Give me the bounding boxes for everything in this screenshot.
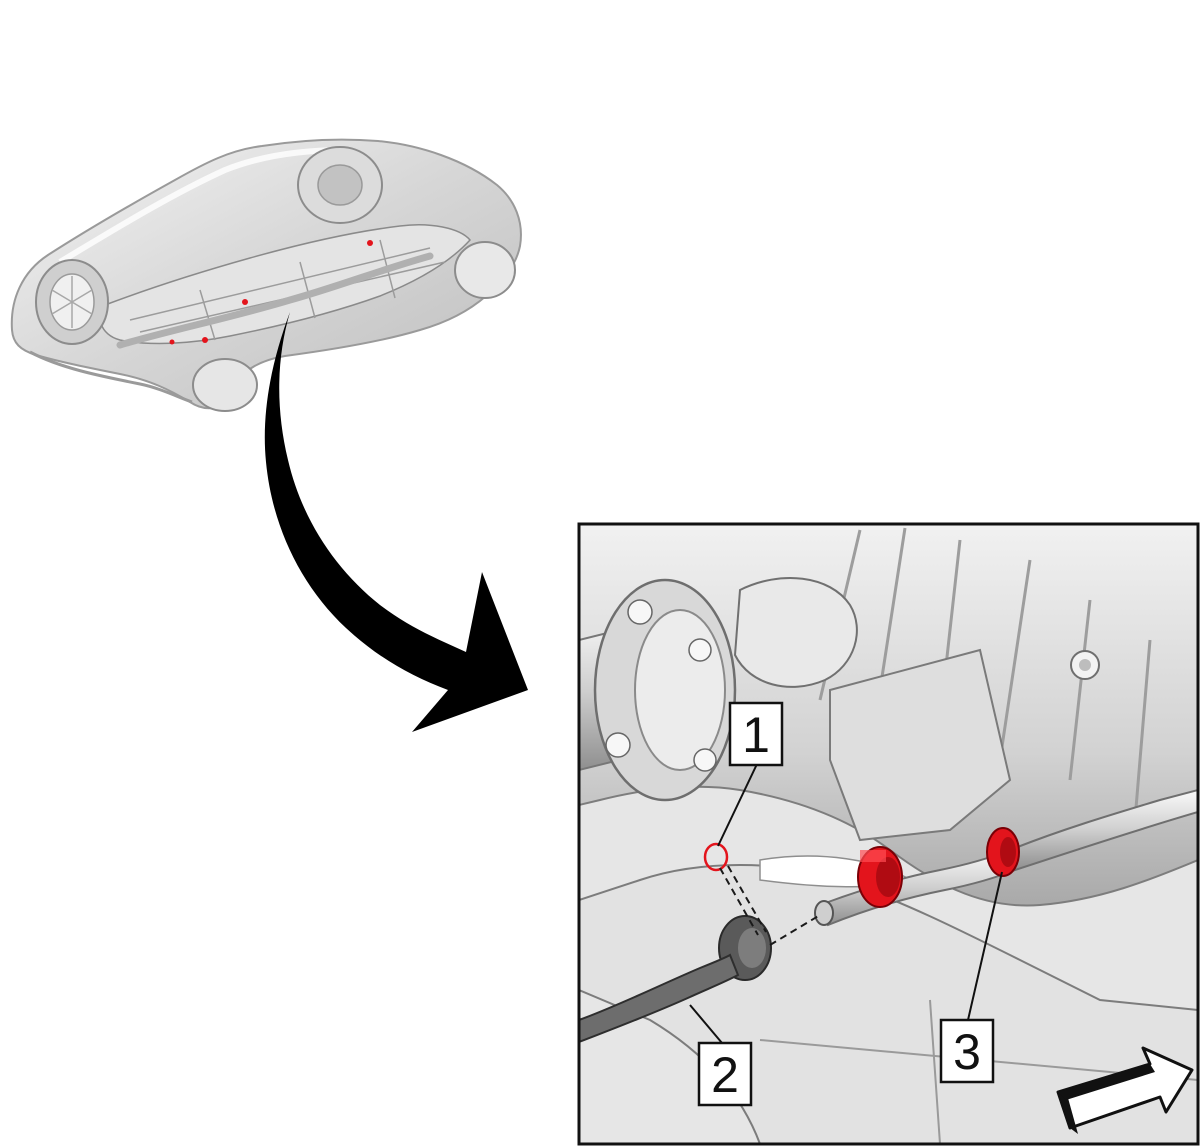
callout-1: 1 — [728, 701, 784, 767]
hose-grommet-inner — [738, 928, 766, 968]
cable-hose — [579, 953, 740, 1044]
breather-pipe-rear — [1008, 788, 1198, 872]
vehicle-wheel-front-right — [454, 241, 516, 299]
output-flange — [733, 577, 858, 688]
retaining-clip-front — [857, 846, 903, 908]
assembly-guide-lines — [719, 865, 821, 946]
retaining-clip-rear — [986, 827, 1020, 877]
leader-line-3 — [967, 871, 1003, 1021]
coupling-bolts — [605, 599, 717, 772]
vehicle-roof-line — [58, 147, 346, 265]
vehicle-wheel-rear-right — [192, 358, 258, 412]
detail-view-frame — [577, 522, 1200, 1146]
leader-line-1 — [717, 763, 758, 847]
direction-arrow-icon — [1056, 1046, 1194, 1134]
callout-1-label: 1 — [742, 707, 770, 763]
curved-arrow-icon — [264, 312, 528, 732]
vehicle-driveline — [116, 252, 434, 349]
detail-view: 1 2 3 — [577, 522, 1200, 1146]
leader-line-2 — [689, 1004, 723, 1044]
vehicle-overview — [10, 138, 522, 412]
callout-2: 2 — [697, 1041, 753, 1107]
pipe-end-fitting — [814, 900, 834, 926]
callout-3-label: 3 — [953, 1024, 981, 1080]
attachment-point-marker — [703, 842, 729, 872]
mounting-bracket — [829, 648, 1012, 842]
vehicle-wheel-rear-spokes — [51, 276, 93, 328]
flex-coupling-inner — [634, 609, 726, 771]
callout-2-label: 2 — [711, 1047, 739, 1103]
vehicle-rear-bumper — [29, 350, 193, 404]
callout-3: 3 — [939, 1018, 995, 1084]
vehicle-wheel-front-hub — [317, 164, 363, 206]
vehicle-service-markers — [169, 240, 373, 345]
bracket-bolt-inner — [1079, 659, 1091, 671]
